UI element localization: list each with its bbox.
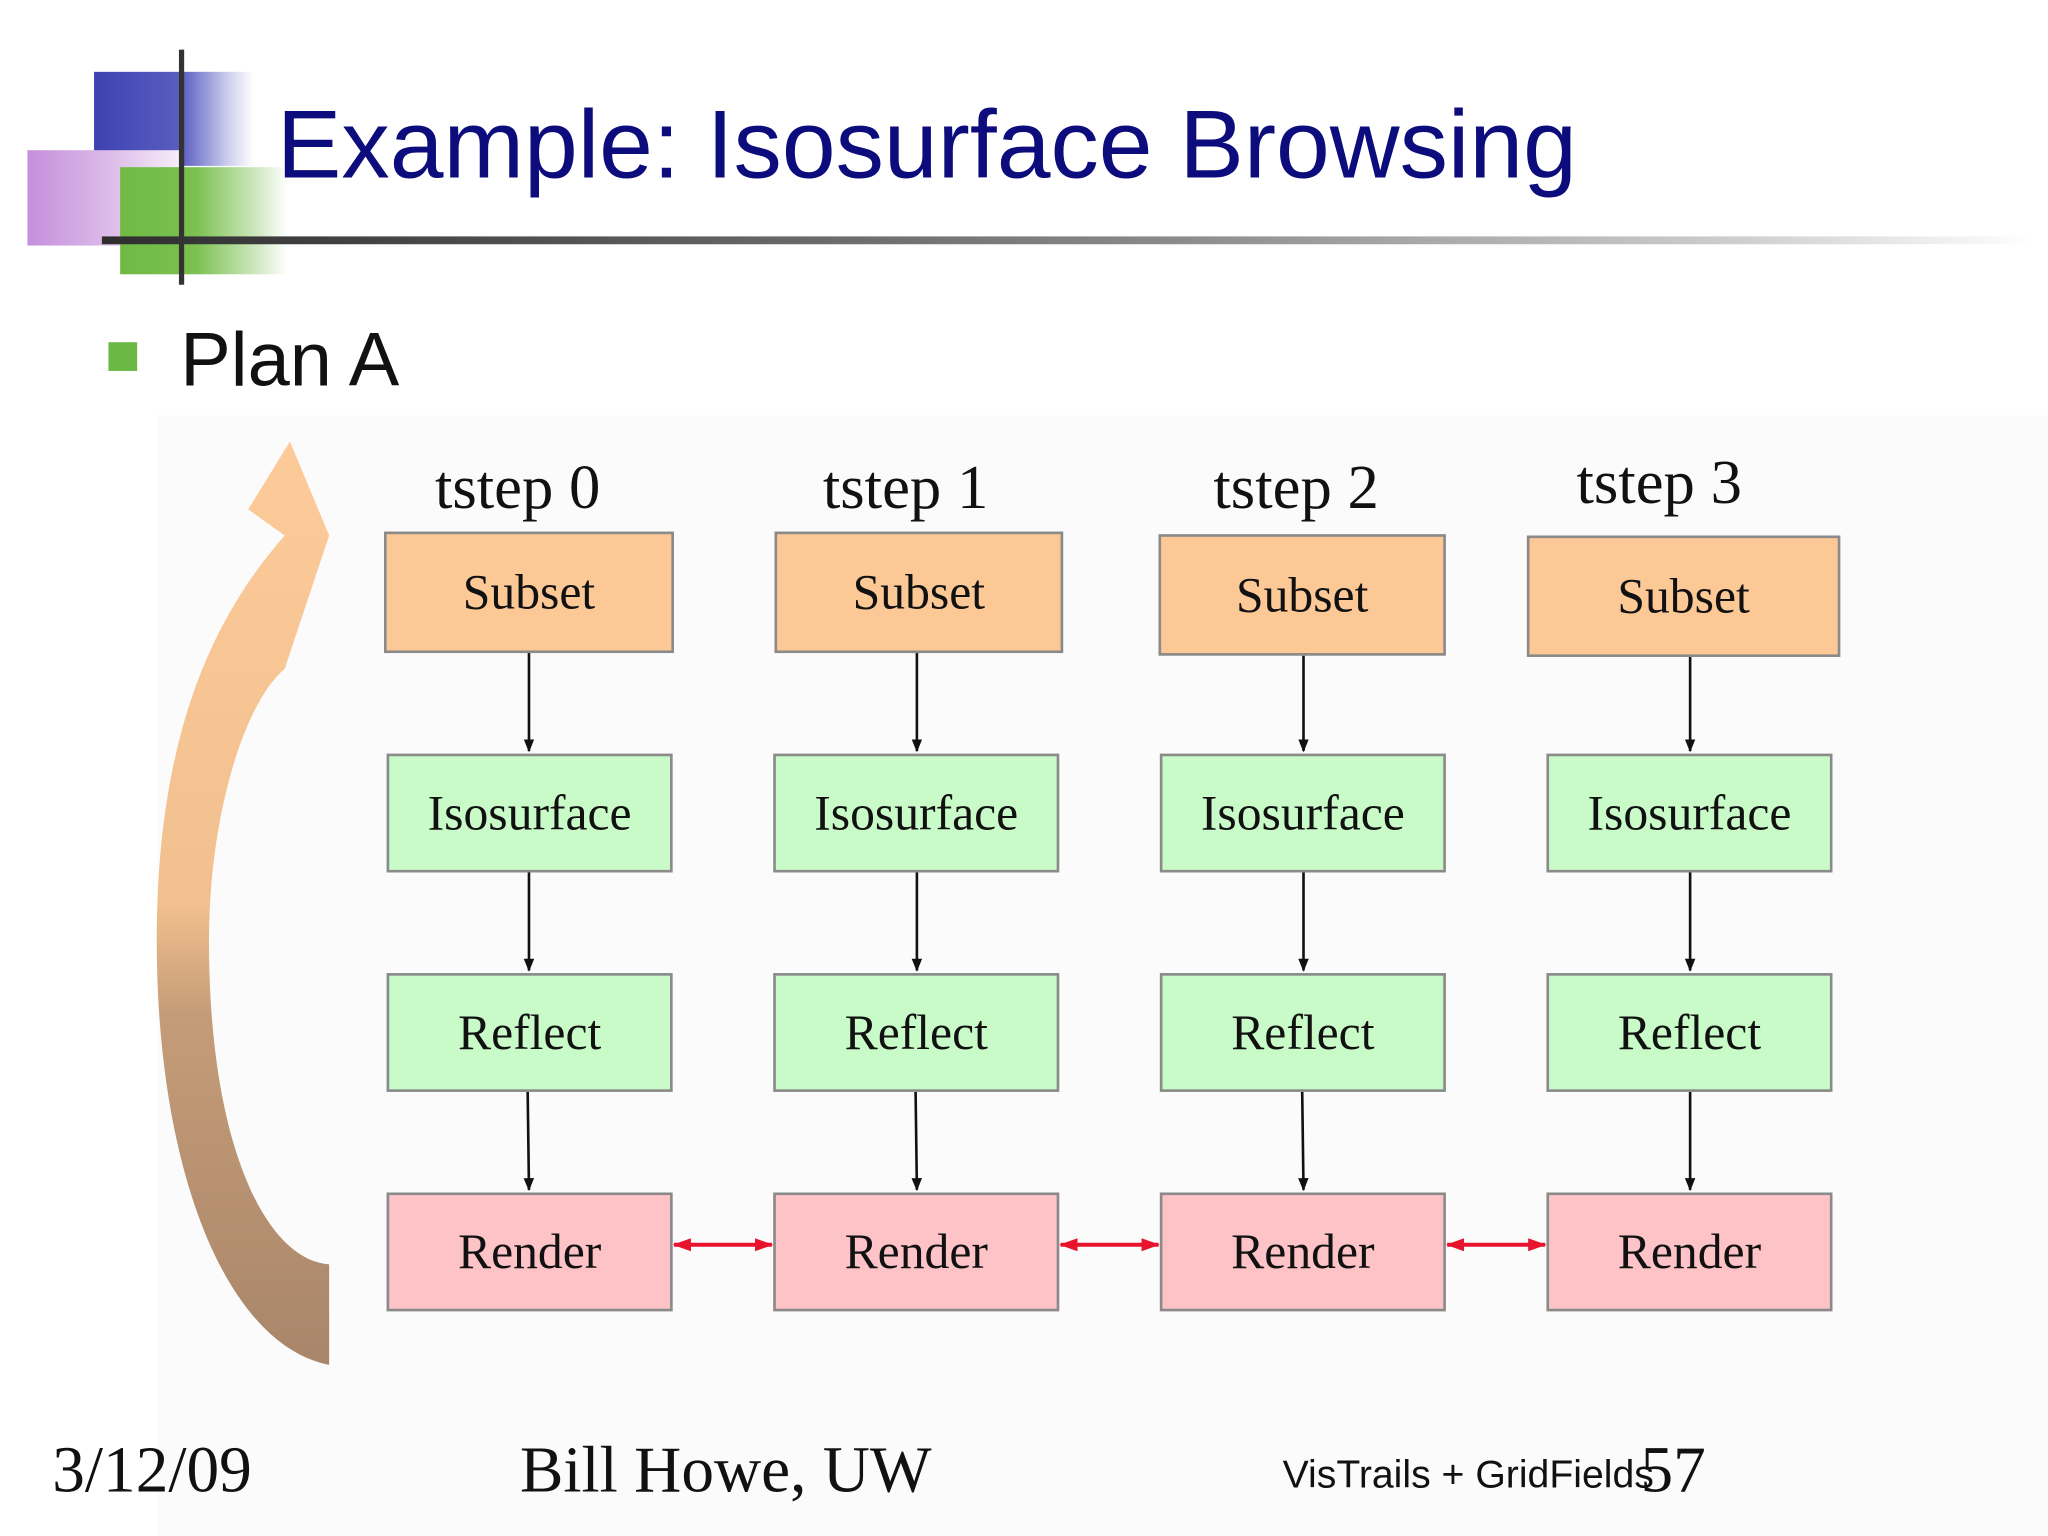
reflect-node-tstep-2[interactable]: Reflect <box>1159 973 1446 1092</box>
flow-arrow-c1-3 <box>911 1091 922 1192</box>
slide-title: Example: Isosurface Browsing <box>276 90 1577 199</box>
footer-project: VisTrails + GridFields <box>1282 1453 1654 1497</box>
tstep-label-3: tstep 3 <box>1576 447 1742 518</box>
flow-arrows <box>523 653 1696 1192</box>
reflect-node-tstep-1[interactable]: Reflect <box>773 973 1060 1092</box>
isosurface-node-tstep-1[interactable]: Isosurface <box>773 753 1060 873</box>
bullet-text: Plan A <box>180 317 400 403</box>
tstep-label-0: tstep 0 <box>434 453 601 523</box>
title-decoration-green-square <box>120 167 288 275</box>
flow-arrow-c0-3 <box>523 1091 535 1192</box>
subset-node-tstep-0[interactable]: Subset <box>383 531 674 654</box>
footer-author: Bill Howe, UW <box>519 1432 932 1506</box>
render-node-tstep-0[interactable]: Render <box>386 1192 673 1312</box>
loop-back-arrow <box>156 441 330 1365</box>
reflect-node-tstep-0[interactable]: Reflect <box>386 973 673 1092</box>
render-node-tstep-1[interactable]: Render <box>773 1192 1060 1312</box>
render-node-tstep-2[interactable]: Render <box>1159 1192 1446 1312</box>
subset-node-tstep-3[interactable]: Subset <box>1526 535 1841 657</box>
tstep-label-2: tstep 2 <box>1213 453 1379 523</box>
render-node-tstep-3[interactable]: Render <box>1546 1192 1833 1312</box>
footer-date: 3/12/09 <box>52 1432 252 1506</box>
isosurface-node-tstep-0[interactable]: Isosurface <box>386 753 673 873</box>
tstep-label-1: tstep 1 <box>822 453 989 523</box>
bullet-square-icon <box>108 342 138 371</box>
footer-page-number: 57 <box>1640 1432 1706 1506</box>
title-underline-rule <box>101 236 2035 245</box>
subset-node-tstep-2[interactable]: Subset <box>1158 534 1446 656</box>
isosurface-node-tstep-3[interactable]: Isosurface <box>1546 753 1833 873</box>
flow-arrow-c2-3 <box>1298 1091 1309 1192</box>
title-decoration-blue-square <box>94 71 254 166</box>
isosurface-node-tstep-2[interactable]: Isosurface <box>1159 753 1446 873</box>
reflect-node-tstep-3[interactable]: Reflect <box>1546 973 1833 1092</box>
subset-node-tstep-1[interactable]: Subset <box>774 531 1064 654</box>
title-decoration-vertical-line <box>178 49 185 285</box>
